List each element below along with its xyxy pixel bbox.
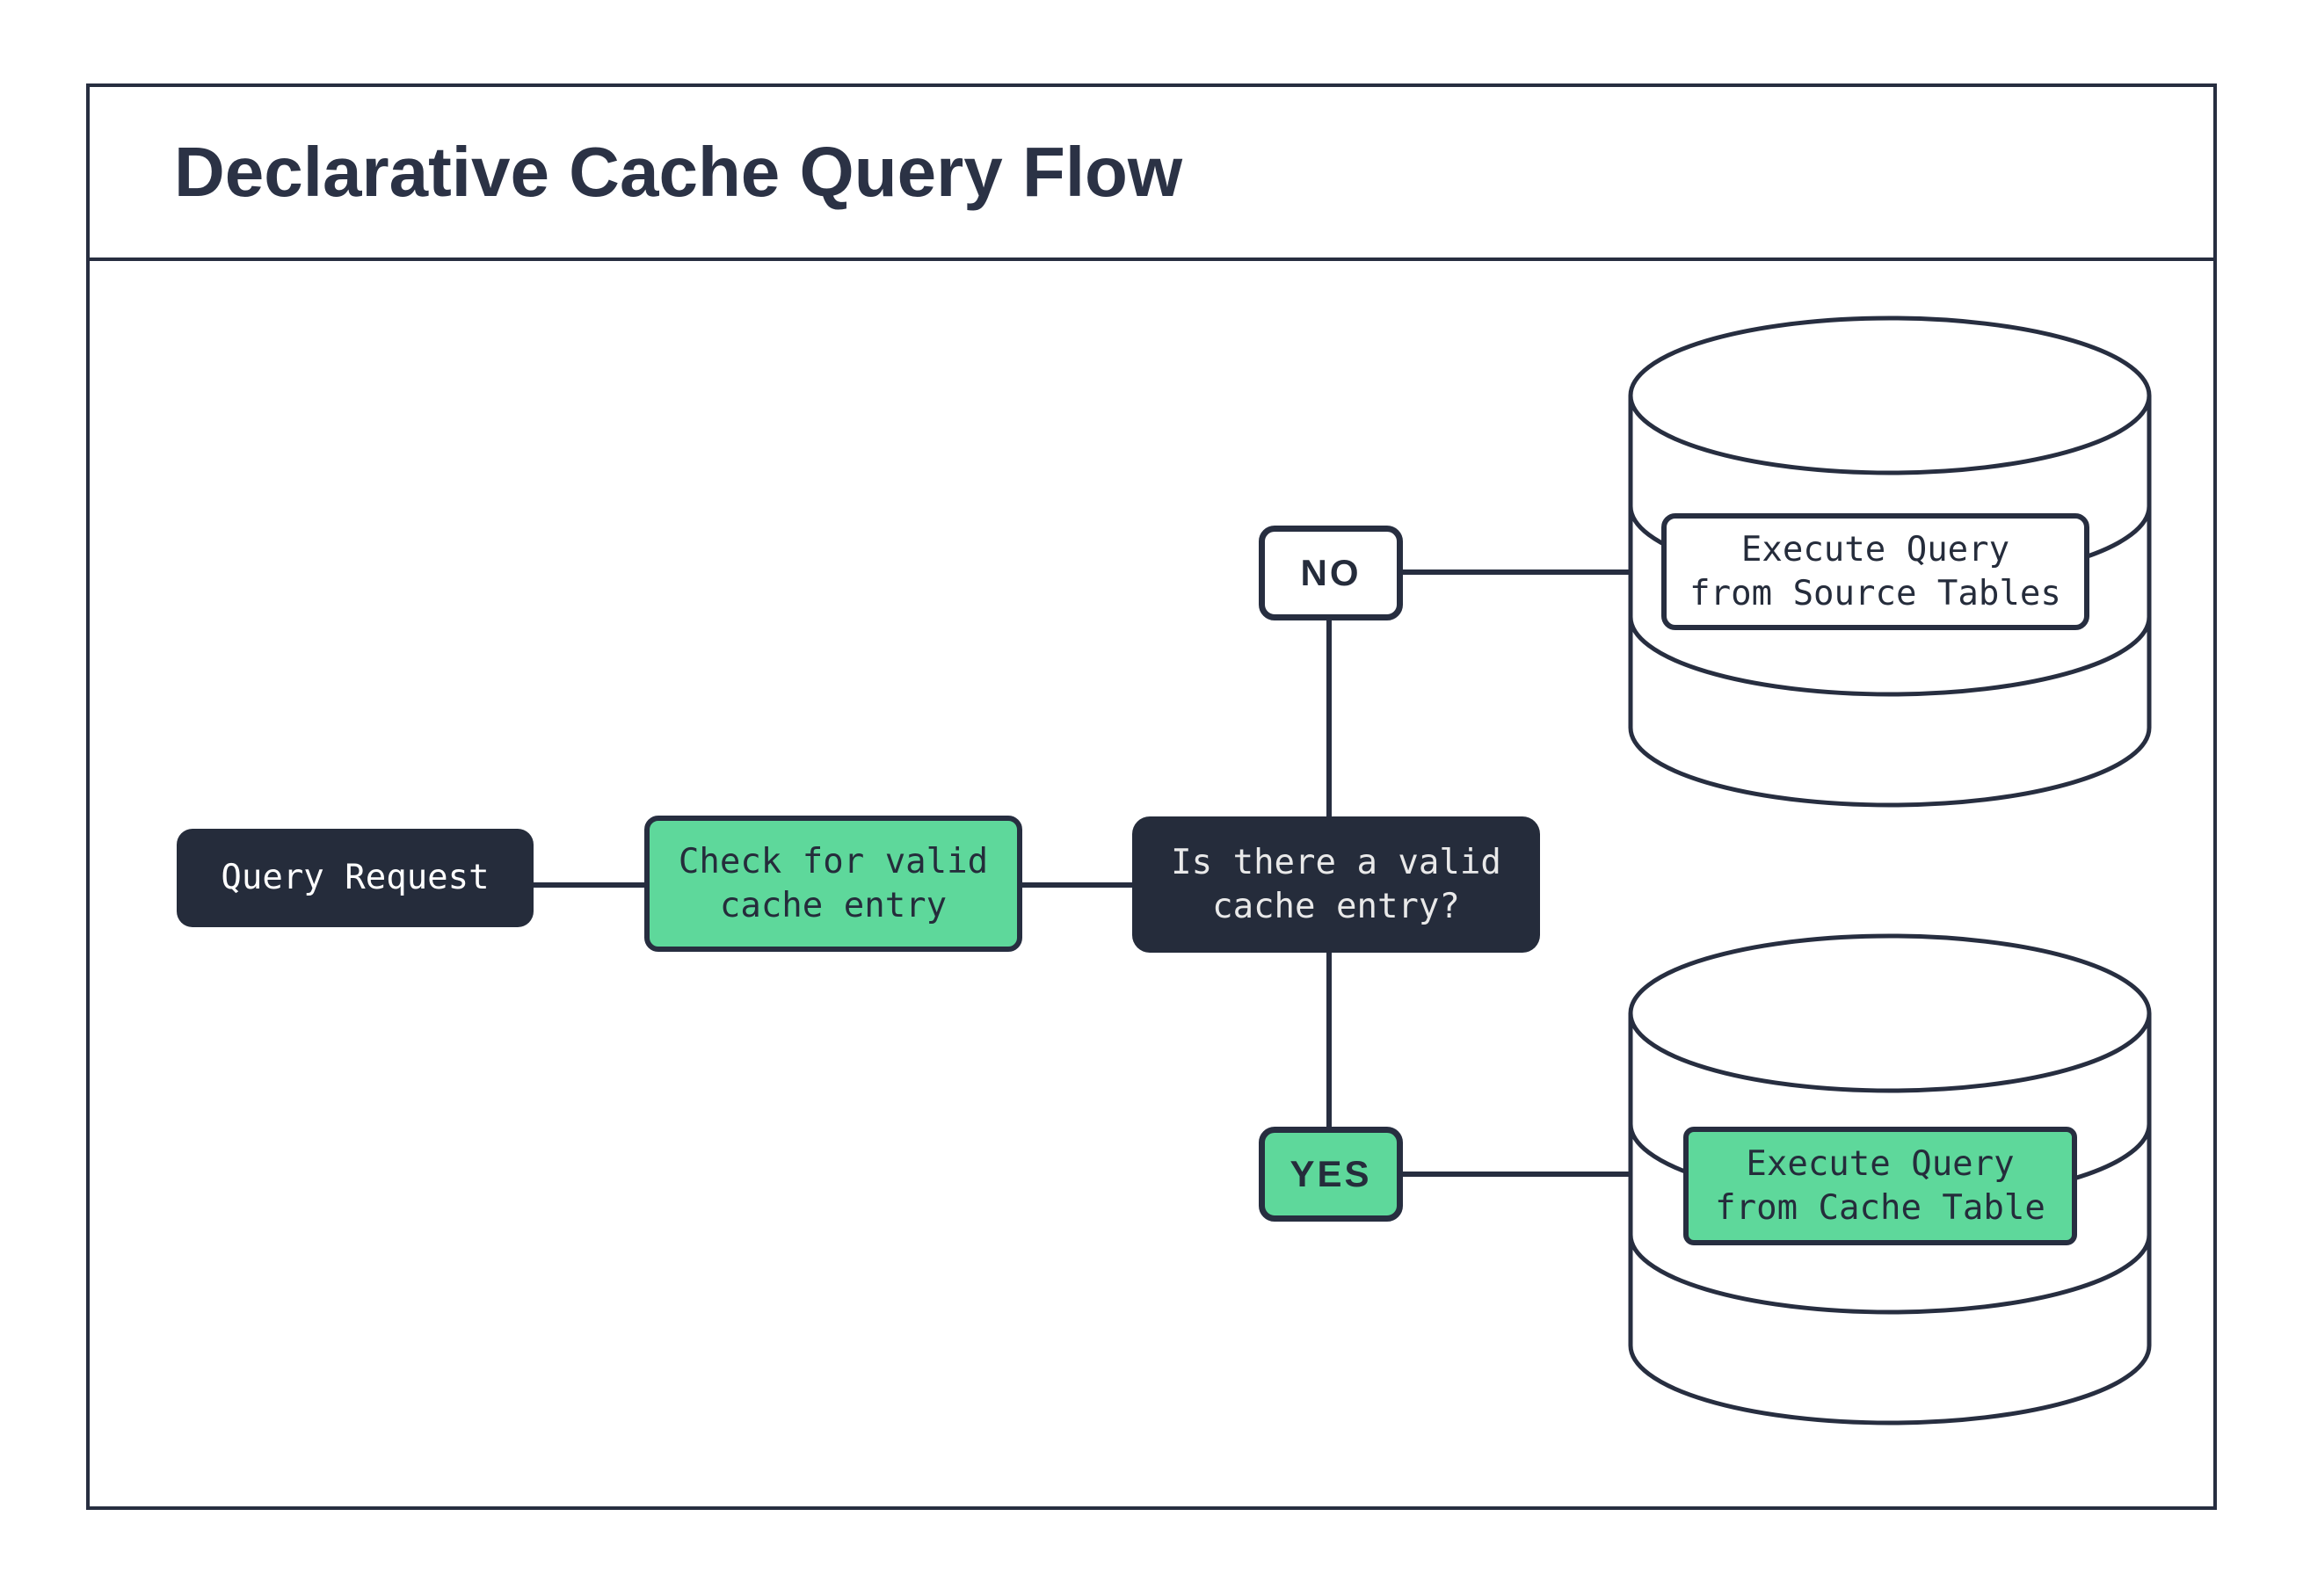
node-query-request: Query Request [177, 829, 534, 927]
database-disk-line [1628, 616, 2152, 697]
node-label-line: from Cache Table [1715, 1187, 2045, 1228]
edge-label-yes: YES [1259, 1127, 1403, 1222]
node-label-line: Query Request [221, 858, 490, 897]
node-label-line: Execute Query [1746, 1143, 2015, 1184]
node-label-line: Check for valid [678, 841, 989, 881]
node-check-cache: Check for valid cache entry [644, 816, 1022, 952]
database-disk-line [1628, 1234, 2152, 1315]
connector-lines [534, 569, 1632, 1177]
database-icon-cache [1628, 933, 2152, 1426]
node-execute-cache-table: Execute Query from Cache Table [1683, 1127, 2077, 1245]
page-title: Declarative Cache Query Flow [174, 133, 1183, 211]
database-top [1628, 933, 2152, 1093]
title-bar: Declarative Cache Query Flow [90, 87, 2213, 261]
node-label-line: from Source Tables [1689, 573, 2061, 613]
edge-label-no: NO [1259, 526, 1403, 620]
node-label-line: cache entry? [1212, 886, 1460, 926]
node-label-line: Execute Query [1740, 529, 2010, 569]
node-execute-source-tables: Execute Query from Source Tables [1661, 513, 2089, 630]
node-label-line: cache entry [719, 885, 948, 925]
node-label-line: Is there a valid [1171, 842, 1501, 882]
node-decision-valid-cache: Is there a valid cache entry? [1132, 816, 1540, 953]
diagram-frame: Declarative Cache Query Flow [86, 83, 2217, 1510]
database-top [1628, 316, 2152, 475]
